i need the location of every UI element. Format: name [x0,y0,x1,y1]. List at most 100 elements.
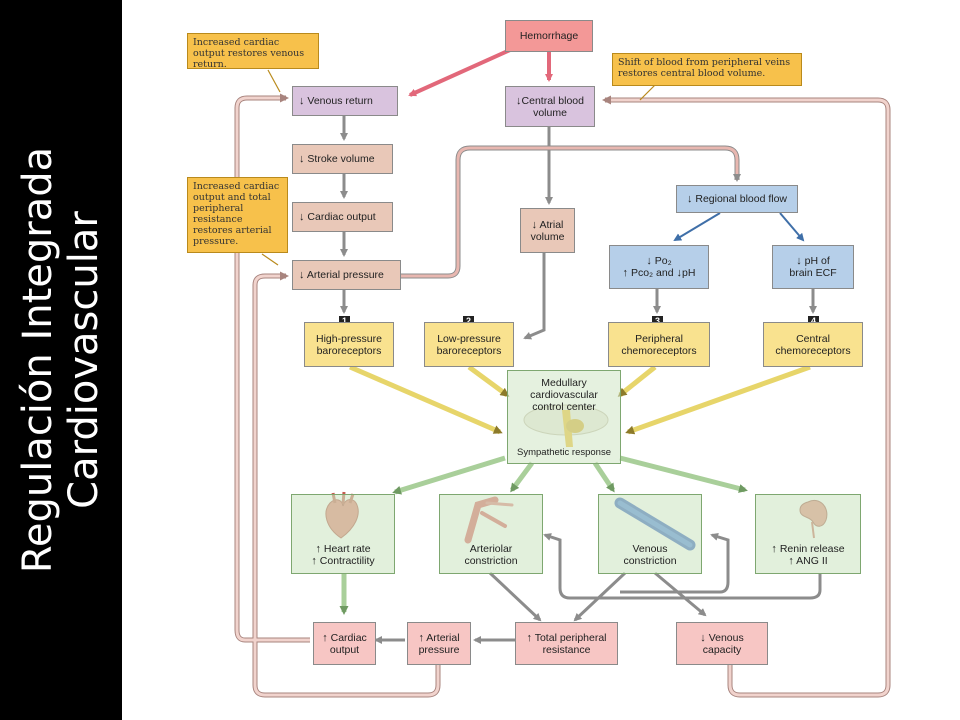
venous-return-box: ↓ Venous return [292,86,398,116]
down-arrow-icon: ↓ [796,255,802,267]
arterial-pressure-box: ↓ Arterial pressure [292,260,401,290]
peripheral-chemo-label-2: chemoreceptors [621,344,697,357]
heart-rate-label: Heart rate [323,543,371,555]
cardiac-output-result-label-2: output [329,643,360,656]
medullary-label-1: Medullary [541,377,587,389]
po2-pco2-ph-box: ↓ Po₂ ↑ Pco₂ and ↓pH [609,245,709,289]
heart-effector-box: ↑ Heart rate ↑ Contractility [291,494,395,574]
up-arrow-icon: ↑ [322,631,328,644]
low-pressure-baroreceptors-box: Low-pressure baroreceptors [424,322,514,367]
peripheral-chemoreceptors-box: Peripheral chemoreceptors [608,322,710,367]
arteriolar-label-2: constriction [464,555,518,567]
renin-release-box: ↑ Renin release ↑ ANG II [755,494,861,574]
central-blood-volume-box: ↓Central blood volume [505,86,595,127]
contractility-label: Contractility [319,555,375,567]
ph-label: pH [682,267,696,279]
high-pressure-baroreceptors-box: High-pressure baroreceptors [304,322,394,367]
venous-constriction-label-1: Venous [632,543,668,555]
total-peripheral-resistance-box: ↑ Total peripheral resistance [515,622,618,665]
high-pressure-label-1: High-pressure [316,332,382,345]
down-arrow-icon: ↓ [299,153,305,165]
down-arrow-icon: ↓ [676,267,683,279]
hemorrhage-label: Hemorrhage [519,30,579,42]
cardiac-output-box: ↓ Cardiac output [292,202,393,232]
down-arrow-icon: ↓ [686,193,693,205]
gray-flow-arrows [340,115,817,340]
high-pressure-label-2: baroreceptors [316,344,382,357]
cardiac-output-result-box: ↑ Cardiac output [313,622,376,665]
ph-brain-label-1: pH of [804,255,830,267]
note-central-volume: Shift of blood from peripheral veins res… [612,53,802,86]
venous-capacity-box: ↓ Venous capacity [676,622,768,665]
tpr-label-2: resistance [542,643,591,656]
central-blood-volume-label-2: volume [533,106,567,119]
down-arrow-icon: ↓ [299,95,305,107]
central-chemo-label-1: Central [796,332,830,345]
regional-blood-flow-box: ↓ Regional blood flow [676,185,798,213]
arterial-pressure-label: Arterial pressure [306,269,384,281]
venous-capacity-label-1: Venous [708,631,744,644]
badge-4: 4 [808,316,819,327]
pco2-label: Pco₂ and [630,267,674,279]
renin-release-label: Renin release [779,543,845,555]
up-arrow-icon: ↑ [771,543,777,555]
up-arrow-icon: ↑ [315,543,321,555]
medullary-control-center-box: Medullary cardiovascular control center … [507,370,621,464]
ph-brain-ecf-box: ↓ pH of brain ECF [772,245,854,289]
medullary-label-3: control center [532,401,596,413]
arterial-pressure-result-box: ↑ Arterial pressure [407,622,471,665]
hemorrhage-arrows [408,48,553,97]
up-arrow-icon: ↑ [788,555,794,567]
down-arrow-icon: ↓ [299,211,305,223]
up-arrow-icon: ↑ [622,267,629,279]
regional-blood-flow-label: Regional blood flow [695,193,788,205]
venous-return-label: Venous return [307,95,373,107]
arterial-to-regional-flow-arrow [401,145,741,279]
down-arrow-icon: ↓ [531,218,538,231]
slide-title-bar: Regulación Integrada Cardiovascular [0,0,122,720]
badge-2: 2 [463,316,474,327]
arteriolar-label-1: Arteriolar [469,543,513,555]
receptor-afferent-arrows [349,364,811,435]
central-chemoreceptors-box: Central chemoreceptors [763,322,863,367]
stroke-volume-box: ↓ Stroke volume [292,144,393,174]
regional-flow-arrows [673,212,805,242]
central-chemo-label-2: chemoreceptors [775,344,851,357]
badge-3: 3 [652,316,663,327]
medullary-label-2: cardiovascular [530,389,598,401]
sympathetic-response-label: Sympathetic response [517,447,611,458]
note-arterial-pressure: Increased cardiac output and total perip… [187,177,288,253]
atrial-volume-box: ↓ Atrial volume [520,208,575,253]
up-arrow-icon: ↑ [418,631,424,644]
down-arrow-icon: ↓ [646,255,652,267]
badge-1: 1 [339,316,350,327]
sympathetic-efferent-arrows [339,455,748,615]
down-arrow-icon: ↓ [516,94,522,107]
ang-ii-label: ANG II [796,555,828,567]
ang-ii-loops [543,532,822,600]
feedback-loops [234,93,891,698]
arteriolar-constriction-box: Arteriolar constriction [439,494,543,574]
tpr-label-1: Total peripheral [534,631,607,644]
cardiac-output-label: Cardiac output [307,211,376,223]
up-arrow-icon: ↑ [311,555,317,567]
central-blood-volume-label-1: Central blood [521,94,584,107]
cardiac-output-result-label-1: Cardiac [330,631,367,644]
note-venous-return: Increased cardiac output restores venous… [187,33,319,70]
atrial-volume-label-2: volume [530,230,565,243]
low-pressure-label-1: Low-pressure [437,332,501,345]
note-pointers [261,69,656,266]
hemorrhage-box: Hemorrhage [505,20,593,52]
resistance-arrows [374,571,707,644]
venous-constriction-label-2: constriction [623,555,677,567]
peripheral-chemo-label-1: Peripheral [635,332,683,345]
venous-constriction-box: Venous constriction [598,494,702,574]
down-arrow-icon: ↓ [700,631,706,644]
arterial-pressure-result-label-2: pressure [418,643,460,656]
ph-brain-label-2: brain ECF [789,267,837,279]
venous-capacity-label-2: capacity [702,643,742,656]
down-arrow-icon: ↓ [299,269,305,281]
low-pressure-label-2: baroreceptors [436,344,502,357]
atrial-volume-label-1: Atrial [539,218,564,231]
po2-label: Po₂ [654,255,672,267]
